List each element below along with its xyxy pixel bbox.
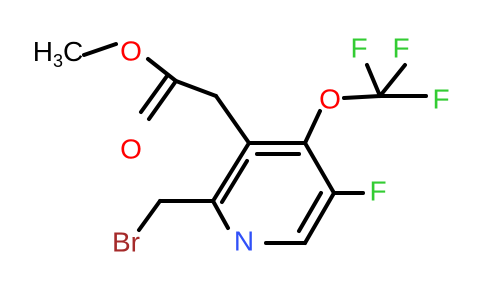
bond-ring-double-inner-2: [297, 191, 323, 233]
bond-ringC4-O: [303, 109, 322, 145]
bond-esterO-carbonylC: [146, 57, 178, 83]
bond-carbonylC-CO-2: [139, 74, 169, 114]
ether-o-label: O: [319, 83, 341, 114]
atom-labels: H3C O O O F F F F Br N: [33, 32, 450, 257]
n-label: N: [234, 225, 254, 256]
bond-CF3-F2: [378, 63, 407, 98]
methyl-label: H3C: [33, 36, 83, 70]
bond-ring-c5-c6: [303, 191, 336, 245]
methyl-subscript: 3: [53, 51, 63, 71]
bond-CH2-Br: [137, 199, 162, 232]
f3-label: F: [432, 83, 449, 114]
bond-ring-c2-c3: [211, 141, 251, 203]
methyl-h: H: [33, 36, 53, 67]
carbonyl-o-label: O: [120, 133, 142, 164]
bond-ring-n-c2: [211, 199, 230, 230]
bond-ring-double-inner-3: [220, 159, 249, 204]
bond-O-CF3: [342, 94, 382, 100]
bond-CF3-F1: [365, 63, 382, 98]
bonds-group: [82, 42, 428, 245]
bond-carbonylC-CH2: [174, 79, 218, 98]
ester-o-label: O: [120, 35, 142, 66]
f2-label: F: [392, 32, 409, 63]
bond-methyl-esterO: [82, 42, 118, 57]
methyl-c: C: [63, 36, 83, 67]
f1-label: F: [350, 32, 367, 63]
bond-ring-c4-c5: [303, 141, 336, 195]
ring-f-label: F: [369, 175, 386, 206]
br-label: Br: [112, 226, 140, 257]
bond-CH2-ringC3: [214, 94, 251, 145]
bond-carbonylC-CO-1: [147, 79, 178, 121]
